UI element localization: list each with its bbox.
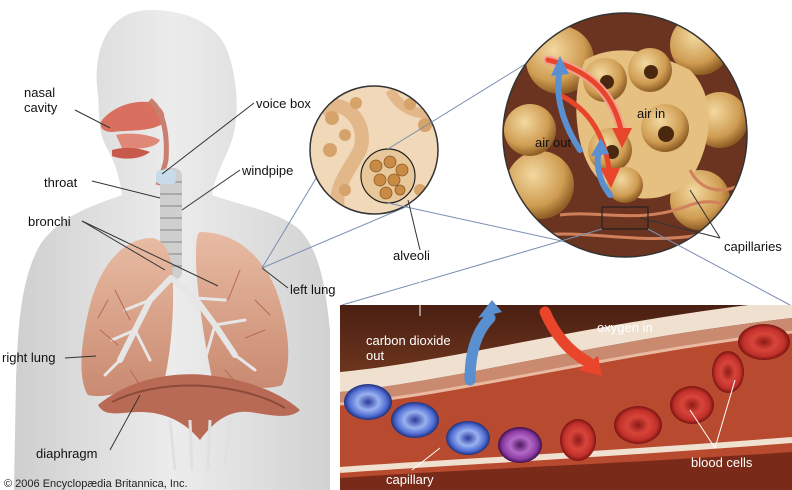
label-air-out: air out (535, 135, 571, 150)
red-blood-cell (712, 351, 744, 393)
label-bronchi: bronchi (28, 214, 71, 229)
copyright-notice: © 2006 Encyclopædia Britannica, Inc. (4, 478, 188, 490)
purple-blood-cell (498, 427, 542, 463)
red-blood-cell (670, 386, 714, 424)
red-blood-cell (738, 324, 790, 360)
label-diaphragm: diaphragm (36, 446, 97, 461)
blue-blood-cell (344, 384, 392, 420)
bronchiole-magnification (310, 86, 440, 215)
label-air-in: air in (637, 106, 665, 121)
red-blood-cell (560, 419, 596, 461)
label-oxygen-in: oxygen in (597, 320, 653, 335)
label-alveoli: alveoli (393, 248, 430, 263)
red-blood-cell (614, 406, 662, 444)
label-windpipe: windpipe (242, 163, 293, 178)
label-capillaries: capillaries (724, 239, 782, 254)
label-voice-box: voice box (256, 96, 311, 111)
blue-blood-cell (391, 402, 439, 438)
label-blood-cells: blood cells (691, 455, 752, 470)
label-right-lung: right lung (2, 350, 55, 365)
label-left-lung: left lung (290, 282, 336, 297)
label-carbon-dioxide-out: carbon dioxide out (366, 333, 451, 363)
blue-blood-cell (446, 421, 490, 455)
label-nasal-cavity: nasal cavity (24, 85, 57, 115)
label-capillary: capillary (386, 472, 434, 487)
label-throat: throat (44, 175, 77, 190)
